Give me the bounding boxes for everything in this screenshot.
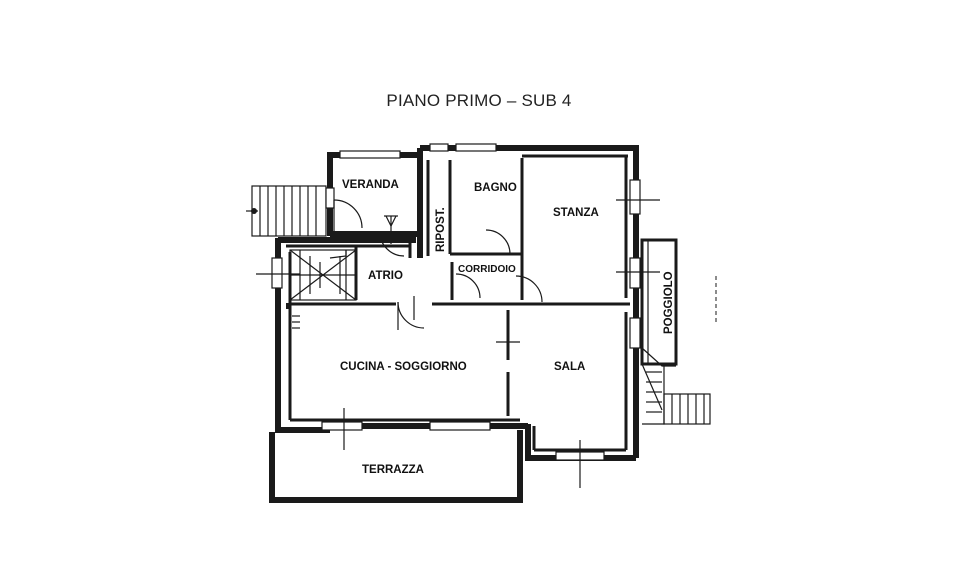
room-label-veranda: VERANDA xyxy=(342,179,399,191)
room-label-stanza: STANZA xyxy=(553,207,599,219)
internal-stair xyxy=(289,249,357,301)
room-label-corridoio: CORRIDOIO xyxy=(458,264,516,275)
room-label-terrazza: TERRAZZA xyxy=(362,464,424,476)
windows xyxy=(271,143,641,461)
room-label-ripost: RIPOST. xyxy=(435,207,447,252)
doors xyxy=(329,199,543,330)
plan-title: PIANO PRIMO – SUB 4 xyxy=(386,91,572,110)
room-label-bagno: BAGNO xyxy=(474,182,517,194)
room-label-cucina-soggiorno: CUCINA - SOGGIORNO xyxy=(340,361,467,373)
external-stair-right xyxy=(641,363,711,425)
external-stair-left xyxy=(246,185,327,237)
room-label-poggiolo: POGGIOLO xyxy=(663,271,675,334)
section-marks xyxy=(256,199,717,488)
room-label-atrio: ATRIO xyxy=(368,270,403,282)
terrazza-outline xyxy=(269,430,523,503)
room-label-sala: SALA xyxy=(554,361,585,373)
